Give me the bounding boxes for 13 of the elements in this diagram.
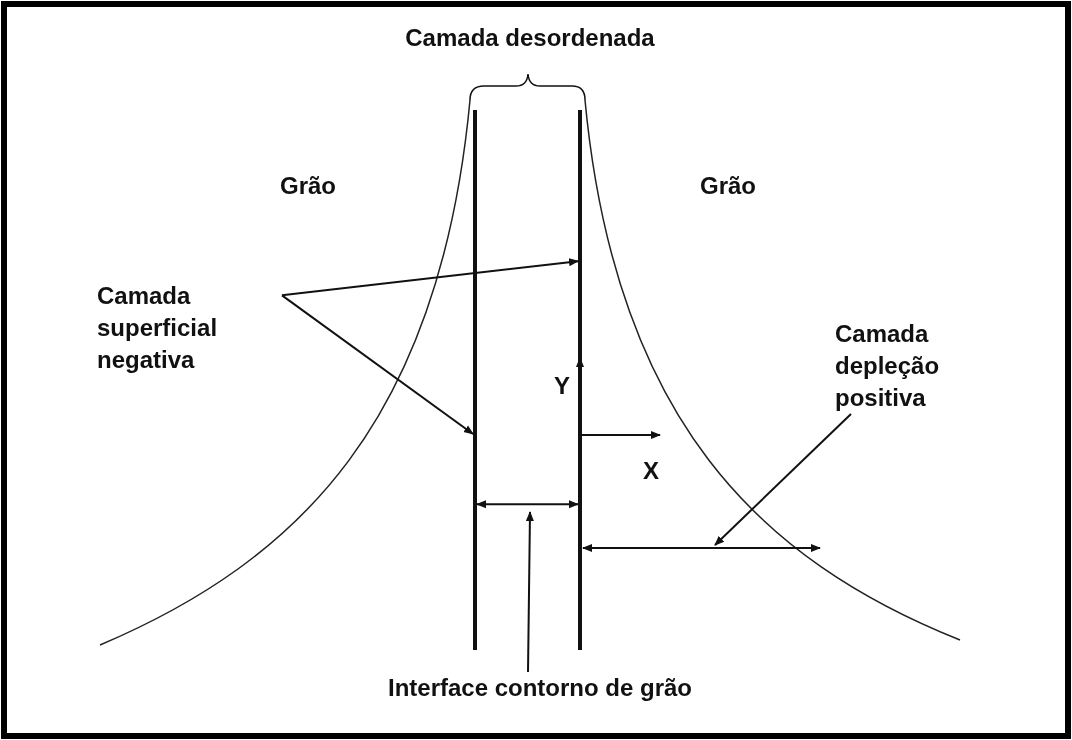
leader-arrow: [525, 511, 534, 673]
axis-label: Y: [554, 371, 571, 401]
layer-label: Interface contorno de grão: [340, 672, 740, 704]
double-arrow: [476, 500, 579, 509]
leader-arrow: [281, 258, 579, 297]
layer-label: Camada superficial negativa: [97, 280, 282, 376]
layer-label: Camada depleção positiva: [835, 318, 995, 414]
grain-label: Grão: [700, 171, 757, 201]
axis-label: X: [643, 456, 660, 486]
layer-label: Camada desordenada: [404, 23, 656, 53]
leader-arrow: [281, 294, 474, 435]
grain-label: Grão: [280, 171, 337, 201]
leader-arrow: [714, 413, 852, 546]
